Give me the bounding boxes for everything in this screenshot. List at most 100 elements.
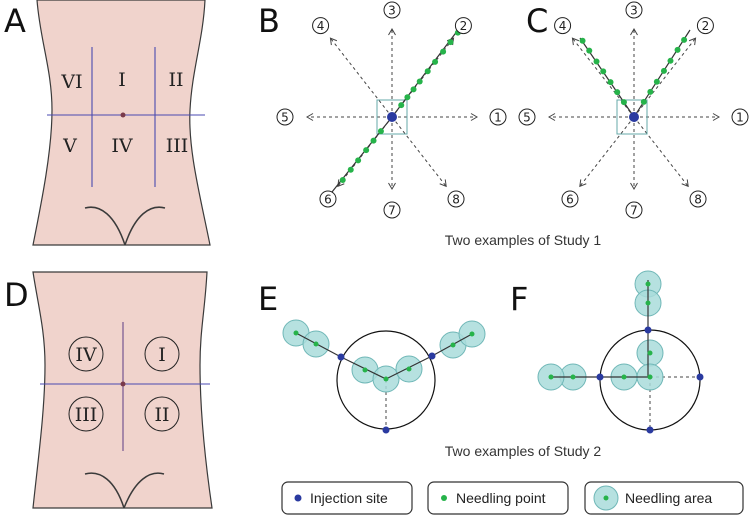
needling-point-c-right-3	[653, 78, 660, 85]
needling-point-c-left-4	[600, 68, 607, 75]
panel-a: A VI I II V IV III	[4, 0, 211, 246]
injection-site-c	[629, 112, 639, 122]
needling-point-c-left-3	[607, 79, 614, 86]
arrowhead-b-6	[337, 179, 345, 188]
direction-label-c-3: 3	[630, 4, 638, 18]
injection-site-e-3	[382, 426, 390, 434]
needling-point-c-right-1	[640, 98, 647, 105]
needling-point-b-upper-2	[404, 94, 411, 101]
needling-point-f-6	[570, 374, 576, 380]
needling-point-c-right-6	[674, 46, 681, 53]
direction-label-c-5: 5	[523, 111, 531, 125]
quadrant-i: I	[158, 344, 166, 366]
needling-point-e-5	[406, 366, 412, 372]
direction-label-c-7: 7	[630, 204, 638, 218]
direction-label-circle-b-7	[383, 201, 401, 219]
panel-d: D IV I III II	[4, 271, 213, 509]
needling-point-b-lower-2	[370, 137, 377, 144]
direction-label-b-2: 2	[460, 19, 468, 33]
legend-label-needling-point: Needling point	[456, 490, 546, 506]
direction-arrow-b-2	[391, 37, 454, 118]
direction-label-c-1: 1	[736, 111, 744, 125]
direction-arrow-c-6	[579, 116, 635, 187]
arrowhead-c-1	[712, 113, 720, 121]
region-i: I	[118, 69, 126, 91]
direction-label-b-4: 4	[317, 19, 325, 33]
needling-point-c-right-2	[647, 88, 654, 95]
direction-label-circle-b-5	[276, 108, 294, 126]
quadrant-iii: III	[75, 404, 98, 426]
region-ii: II	[168, 69, 183, 91]
arrowhead-c-7	[630, 182, 638, 190]
legend-swatch-needling-point	[441, 495, 447, 501]
needling-point-c-left-6	[586, 47, 593, 54]
panel-letter-e: E	[258, 280, 278, 318]
legend: Injection site Needling point Needling a…	[281, 481, 744, 515]
needling-point-f-3	[647, 350, 653, 356]
direction-label-circle-c-7	[625, 201, 643, 219]
arrowhead-c-8	[681, 179, 689, 188]
legend-box-injection-site	[281, 481, 413, 515]
arrowhead-b-1	[470, 113, 478, 121]
direction-label-b-5: 5	[281, 111, 289, 125]
needling-point-f-2	[645, 300, 651, 306]
panel-letter-c: C	[526, 2, 548, 40]
injection-site-f-4	[646, 426, 654, 434]
direction-label-c-6: 6	[566, 192, 574, 206]
needling-point-b-upper-3	[410, 86, 417, 93]
needling-point-e-4	[383, 376, 389, 382]
caption-study-2: Two examples of Study 2	[445, 443, 602, 459]
panel-letter-a: A	[4, 2, 26, 40]
needling-point-f-1	[645, 281, 651, 287]
quadrant-iii-circle	[68, 396, 104, 432]
needling-point-e-2	[313, 341, 319, 347]
arrowhead-b-3	[388, 28, 396, 36]
legend-label-needling-area: Needling area	[625, 490, 712, 506]
direction-arrow-b-4	[330, 37, 393, 118]
direction-label-circle-c-8	[689, 190, 707, 208]
direction-label-circle-b-4	[312, 17, 330, 35]
direction-arrows-b	[306, 28, 478, 190]
direction-arrow-c-2	[633, 37, 696, 118]
caption-study-1: Two examples of Study 1	[445, 232, 602, 248]
needling-point-b-upper-5	[424, 68, 431, 75]
direction-label-circle-c-2	[696, 17, 714, 35]
direction-label-circle-b-3	[383, 1, 401, 19]
needling-point-b-lower-5	[347, 166, 354, 173]
direction-label-c-2: 2	[702, 19, 710, 33]
needling-point-c-right-5	[667, 57, 674, 64]
arrowhead-c-5	[548, 113, 556, 121]
needling-point-b-upper-1	[398, 102, 405, 109]
arrowhead-c-6	[579, 179, 587, 188]
direction-label-circle-b-2	[454, 17, 472, 35]
direction-label-circle-b-8	[447, 190, 465, 208]
legend-swatch-injection-site	[294, 494, 302, 502]
needling-point-f-5	[621, 374, 627, 380]
needling-point-f-7	[548, 374, 554, 380]
needling-point-b-upper-4	[416, 78, 423, 85]
needling-point-c-left-1	[620, 99, 627, 106]
arrowhead-b-4	[329, 37, 338, 46]
needling-point-e-7	[469, 331, 475, 337]
needle-path-b-upper	[391, 29, 459, 118]
needling-point-b-lower-1	[377, 128, 384, 135]
panel-e: E	[258, 280, 486, 434]
panel-f: F	[510, 270, 704, 434]
legend-label-injection-site: Injection site	[310, 490, 388, 506]
needling-point-c-right-7	[681, 36, 688, 43]
direction-label-circle-b-1	[489, 108, 507, 126]
abdomen-outline-a	[32, 0, 211, 246]
region-iv: IV	[111, 135, 133, 157]
direction-label-b-6: 6	[324, 192, 332, 206]
direction-label-circle-c-4	[554, 17, 572, 35]
direction-arrow-c-8	[633, 116, 689, 187]
direction-label-c-4: 4	[559, 19, 567, 33]
needling-point-c-right-4	[660, 67, 667, 74]
region-vi: VI	[60, 71, 82, 93]
needling-point-e-3	[362, 367, 368, 373]
injection-site-e-1	[337, 353, 345, 361]
direction-label-b-7: 7	[388, 204, 396, 218]
